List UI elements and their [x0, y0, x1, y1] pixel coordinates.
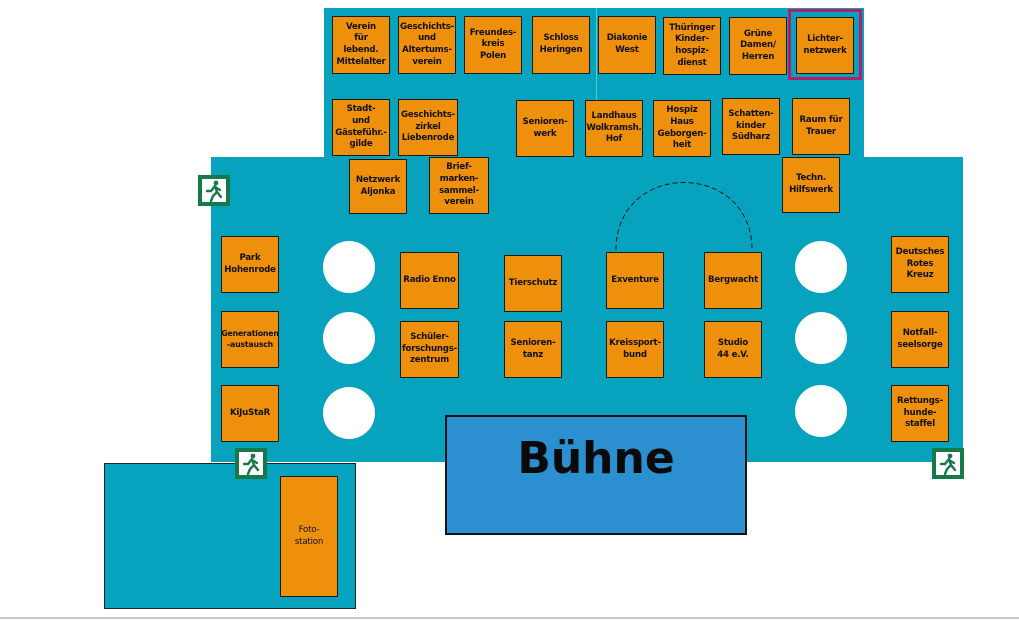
booth[interactable]: Geschichts- und Altertums- verein — [398, 16, 456, 74]
booth[interactable]: Freundes- kreis Polen — [464, 16, 522, 74]
round-table — [323, 312, 375, 364]
emergency-exit-icon — [198, 175, 230, 206]
booth[interactable]: Senioren- tanz — [504, 321, 562, 378]
emergency-exit-icon — [932, 448, 964, 479]
booth[interactable]: Park Hohenrode — [221, 236, 279, 293]
booth[interactable]: Rettungs- hunde- staffel — [891, 385, 949, 442]
round-table — [323, 241, 375, 293]
booth[interactable]: Brief- marken- sammel- verein — [429, 157, 489, 214]
round-table — [323, 387, 375, 439]
bottom-divider — [0, 617, 1019, 619]
booth[interactable]: Techn. Hilfswerk — [782, 157, 840, 213]
round-table — [795, 241, 847, 293]
upper-hall-divider — [596, 8, 597, 158]
dashed-arch — [615, 182, 753, 251]
round-table — [795, 385, 847, 437]
booth[interactable]: Tierschutz — [504, 255, 562, 312]
booth[interactable]: Schloss Heringen — [532, 16, 590, 74]
emergency-exit-icon — [235, 448, 267, 479]
stage: Bühne — [445, 415, 747, 535]
booth[interactable]: Landhaus Wolkramsh. Hof — [585, 100, 643, 157]
booth[interactable]: Generationen -austausch — [221, 311, 279, 368]
booth[interactable]: Schatten- kinder Südharz — [722, 98, 780, 155]
booth[interactable]: Deutsches Rotes Kreuz — [891, 236, 949, 293]
booth[interactable]: Kreissport- bund — [606, 321, 664, 378]
booth[interactable]: Geschichts- zirkel Liebenrode — [398, 99, 458, 156]
booth[interactable]: Senioren- werk — [516, 100, 574, 157]
booth[interactable]: Studio 44 e.V. — [704, 321, 762, 378]
booth[interactable]: Raum für Trauer — [792, 98, 850, 155]
highlight-frame — [788, 9, 862, 80]
round-table — [795, 312, 847, 364]
booth-highlighted[interactable]: Lichter- netzwerk — [796, 17, 854, 74]
booth[interactable]: Notfall- seelsorge — [891, 311, 949, 368]
booth[interactable]: Radio Enno — [400, 252, 459, 309]
booth[interactable]: Grüne Damen/ Herren — [729, 17, 787, 75]
booth[interactable]: Netzwerk Aljonka — [349, 159, 407, 214]
booth-photo-station[interactable]: Foto- station — [280, 476, 338, 597]
booth[interactable]: Hospiz Haus Geborgen- heit — [653, 100, 711, 157]
booth[interactable]: Bergwacht — [704, 252, 762, 309]
booth[interactable]: Diakonie West — [598, 16, 656, 74]
booth[interactable]: Verein für lebend. Mittelalter — [332, 16, 390, 74]
booth[interactable]: Schüler- forschungs- zentrum — [400, 321, 459, 378]
stage-label: Bühne — [517, 433, 675, 484]
booth[interactable]: Stadt- und Gästeführ.- gilde — [332, 99, 390, 156]
booth[interactable]: KiJuStaR — [221, 385, 279, 442]
booth[interactable]: Exventure — [606, 252, 664, 309]
booth[interactable]: Thüringer Kinder- hospiz- dienst — [663, 17, 721, 75]
